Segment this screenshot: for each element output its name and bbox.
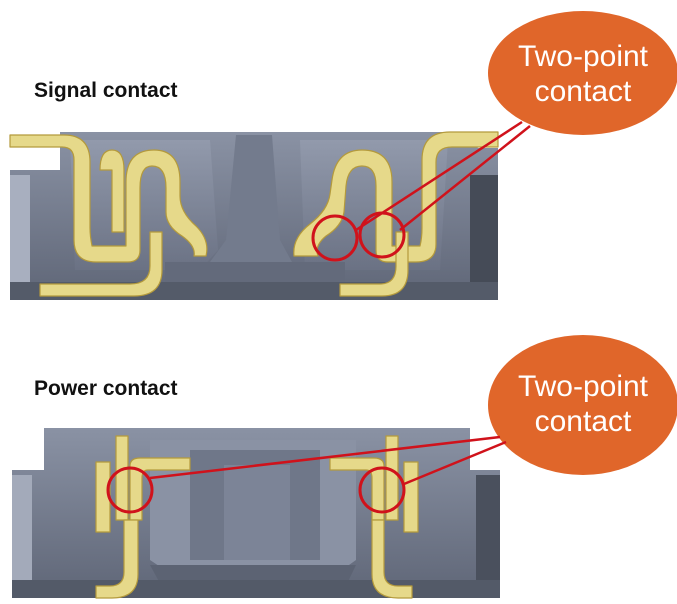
power-leader-line-1 [149,435,501,480]
signal-contact-point-marker-2 [358,211,406,259]
power-callout: Two-point contact [488,335,677,475]
signal-callout-line2: contact [535,75,632,108]
power-leader-line-2 [403,440,507,486]
signal-callout: Two-point contact [488,11,677,135]
power-contact-point-marker-1 [106,466,154,514]
signal-left-contact-spring [9,134,208,297]
power-contact-title: Power contact [34,377,178,400]
signal-contact-title: Signal contact [34,79,178,102]
power-contact-point-marker-2 [358,466,406,514]
signal-contact-point-marker-1 [311,214,359,262]
power-callout-bubble [488,335,677,475]
signal-right-contact-spring [293,131,499,297]
signal-callout-bubble [488,11,677,135]
signal-leader-line-2 [399,125,531,231]
signal-callout-line1: Two-point [518,40,649,73]
power-callout-line1: Two-point [518,370,649,403]
power-callout-line2: contact [535,405,632,438]
signal-contact-section: Signal contact Two-point [9,11,677,300]
power-contact-section: Power contact Two-point [12,335,677,599]
power-connector-housing [12,428,500,598]
power-left-contact-spring [95,435,191,599]
